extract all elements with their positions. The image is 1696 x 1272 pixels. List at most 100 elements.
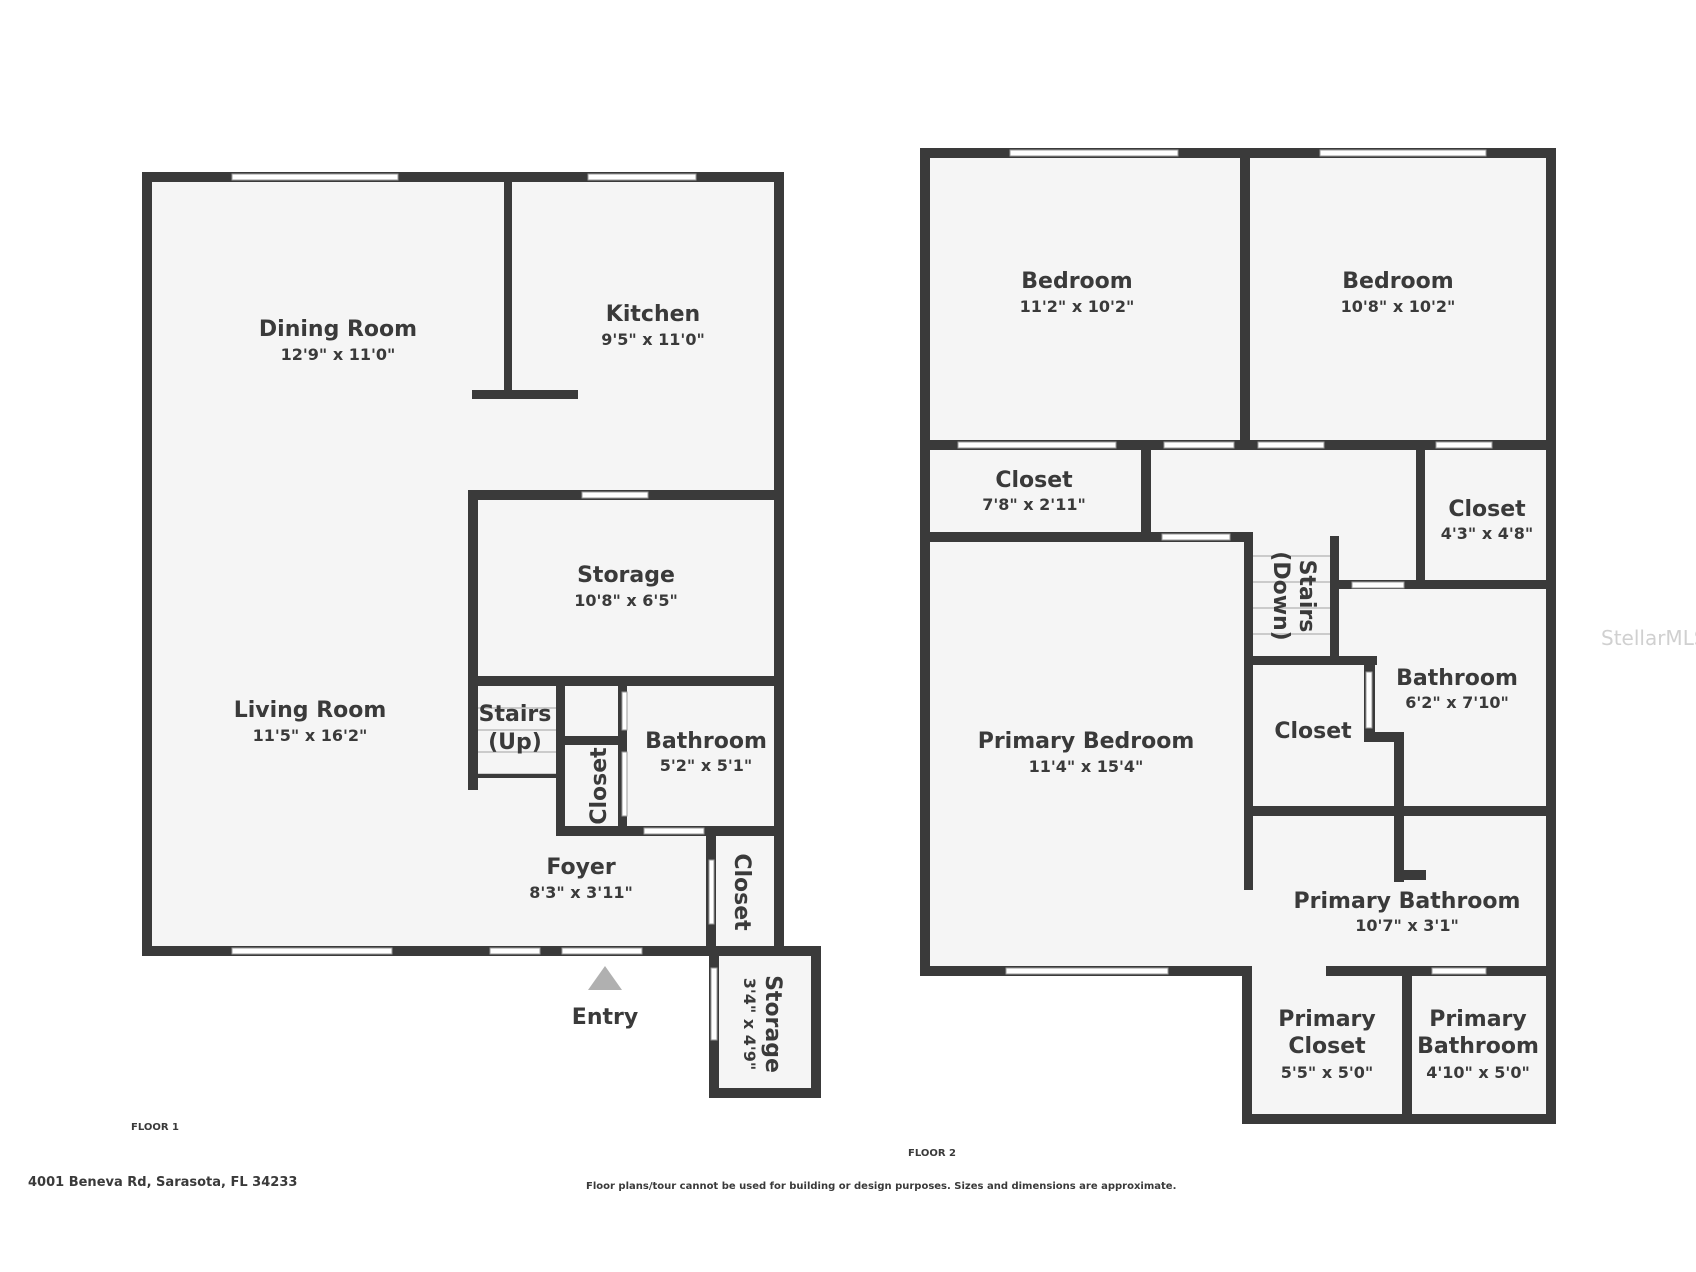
window [1319,149,1487,157]
window [1005,967,1169,975]
wall [1416,446,1425,588]
room-dim-bathroom: 5'2" x 5'1" [660,756,752,775]
room-name-primary-bedroom: Primary Bedroom [978,729,1195,754]
wall [1244,532,1253,890]
wall [1330,580,1556,589]
room-dim-bedroom-2: 10'8" x 10'2" [1341,297,1456,316]
wall [1402,966,1412,1124]
door-opening [643,827,705,835]
closet-3-label: Closet [1274,719,1352,744]
room-name-bedroom-1: Bedroom [1021,269,1132,294]
window [1431,967,1487,975]
wall [1253,806,1556,816]
door-opening [1351,581,1405,589]
wall [556,686,565,836]
room-name-primary-closet-line2: Closet [1288,1034,1366,1059]
room-name-closet-1: Closet [995,468,1073,493]
room-dim-bathroom-2: 6'2" x 7'10" [1405,693,1509,712]
wall [928,532,1251,542]
wall [142,172,152,956]
wall [1240,156,1250,450]
room-name-foyer: Foyer [546,855,616,880]
wall [468,490,478,790]
wall [478,774,558,778]
wall [1394,870,1426,880]
wall [920,148,1556,158]
wall [556,736,618,745]
window [587,173,697,181]
wall [1394,806,1404,880]
room-dim-storage-small: 3'4" x 4'9" [740,978,759,1070]
stairs-up-sublabel: (Up) [488,730,542,755]
room-dim-dining: 12'9" x 11'0" [281,345,396,364]
room-dim-primary-bathroom-2: 4'10" x 5'0" [1426,1063,1530,1082]
room-dim-bedroom-1: 11'2" x 10'2" [1020,297,1135,316]
door-opening [561,947,643,955]
door-opening [1435,441,1493,449]
stairs-down-sublabel: (Down) [1268,551,1293,640]
window [231,173,399,181]
wall [1141,446,1151,536]
stairs-up-label: Stairs [479,702,552,727]
entry-label: Entry [572,1005,638,1030]
entry-arrow-icon [588,966,622,990]
door-opening [1161,533,1231,541]
door-opening [710,967,718,1041]
property-address: 4001 Beneva Rd, Sarasota, FL 34233 [28,1175,297,1190]
room-dim-primary-bedroom: 11'4" x 15'4" [1029,757,1144,776]
wall [1364,732,1404,742]
room-name-storage: Storage [577,563,675,588]
window [581,491,649,499]
room-dim-foyer: 8'3" x 3'11" [529,883,633,902]
floor-1-label: FLOOR 1 [131,1122,179,1133]
room-name-bathroom-2: Bathroom [1396,666,1518,691]
room-dim-closet-1: 7'8" x 2'11" [982,495,1086,514]
wall [1242,966,1252,1124]
wall [468,676,780,686]
wall [1330,536,1339,660]
wall [1546,148,1556,1124]
door-opening [1365,671,1373,729]
wall [504,178,512,396]
floor-2-plan: Bedroom 11'2" x 10'2" Bedroom 10'8" x 10… [908,148,1556,1159]
wall [1242,1114,1556,1124]
wall [472,390,578,399]
room-name-closet-2: Closet [1448,497,1526,522]
room-name-primary-bathroom-2-line1: Primary [1429,1007,1526,1032]
watermark: StellarMLS [1601,626,1696,650]
room-dim-primary-closet: 5'5" x 5'0" [1281,1063,1373,1082]
closet-foyer-label: Closet [729,853,754,931]
room-name-dining: Dining Room [259,317,417,342]
door-opening [957,441,1117,449]
floor-2-label: FLOOR 2 [908,1148,956,1159]
room-dim-living: 11'5" x 16'2" [253,726,368,745]
wall [709,1088,821,1098]
door-opening [1163,441,1235,449]
door-opening [1257,441,1325,449]
room-name-bathroom: Bathroom [645,729,767,754]
window [231,947,393,955]
room-dim-kitchen: 9'5" x 11'0" [601,330,705,349]
wall [920,148,930,976]
window [1009,149,1179,157]
disclaimer: Floor plans/tour cannot be used for buil… [586,1181,1176,1192]
room-dim-primary-bathroom: 10'7" x 3'1" [1355,916,1459,935]
closet-small-label: Closet [587,747,612,825]
wall [774,172,784,956]
room-name-kitchen: Kitchen [606,302,700,327]
room-dim-closet-2: 4'3" x 4'8" [1441,524,1533,543]
stairs-down-label: Stairs [1294,560,1319,633]
room-name-storage-small: Storage [760,975,785,1073]
window [489,947,541,955]
room-name-bedroom-2: Bedroom [1342,269,1453,294]
room-name-living: Living Room [234,698,387,723]
wall [709,946,821,956]
wall [556,826,618,836]
wall [142,172,784,182]
room-name-primary-closet-line1: Primary [1278,1007,1375,1032]
floor-1-plan: Dining Room 12'9" x 11'0" Kitchen 9'5" x… [131,172,821,1133]
wall [142,946,722,956]
room-dim-storage: 10'8" x 6'5" [574,591,678,610]
room-name-primary-bathroom: Primary Bathroom [1294,889,1521,914]
